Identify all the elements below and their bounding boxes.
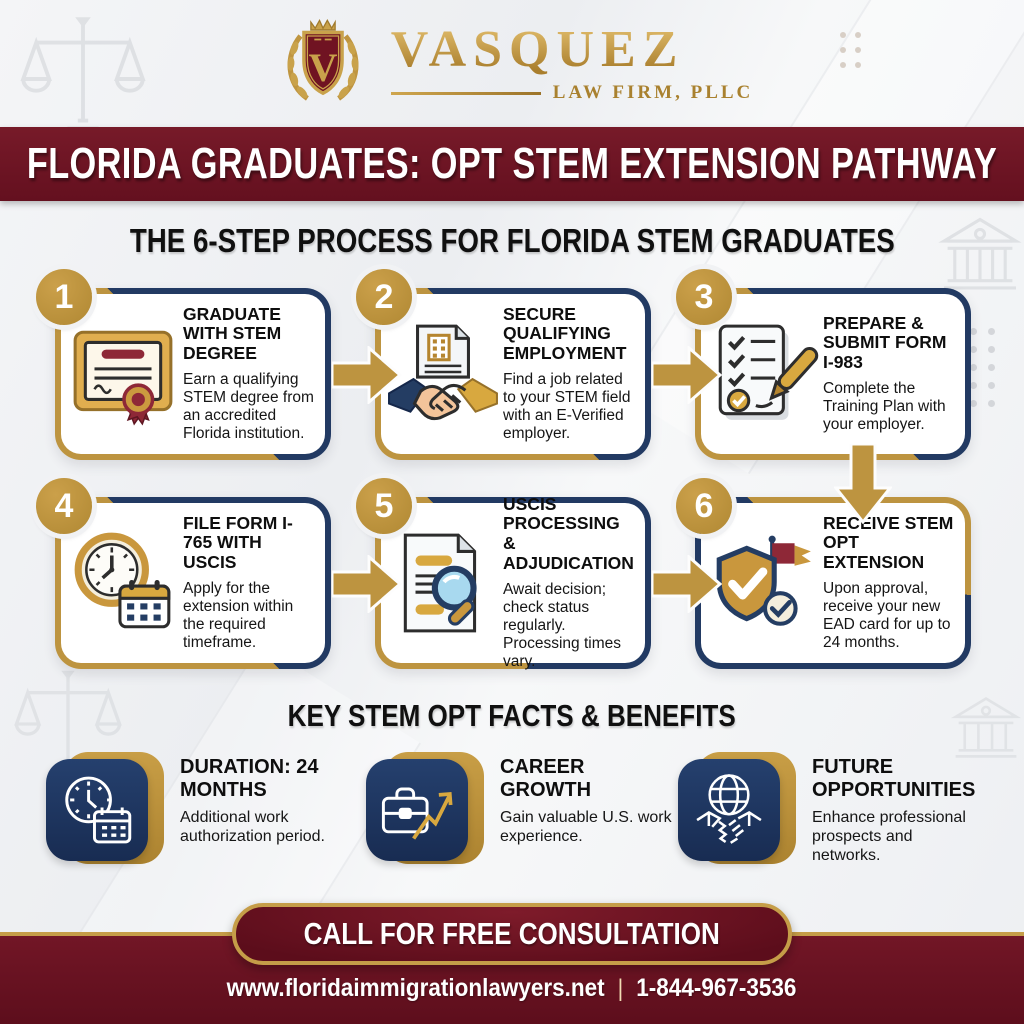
arrow-down-icon [834, 444, 892, 524]
benefit-description: Enhance professional prospects and netwo… [812, 809, 966, 865]
benefit-future-opportunities: FUTURE OPPORTUNITIES Enhance professiona… [678, 752, 984, 868]
benefits-heading: KEY STEM OPT FACTS & BENEFITS [287, 698, 737, 733]
brand-suffix: LAW FIRM, PLLC [552, 82, 754, 103]
benefit-description: Gain valuable U.S. work experience. [500, 809, 672, 846]
call-consultation-button[interactable]: CALL FOR FREE CONSULTATION [232, 903, 792, 965]
step-number-badge: 2 [356, 269, 412, 325]
step-title: FILE FORM I-765 WITH USCIS [183, 512, 293, 573]
benefit-title: FUTURE OPPORTUNITIES [812, 756, 976, 801]
step-description: Earn a qualifying STEM degree from an ac… [183, 370, 314, 443]
step-title: RECEIVE STEM OPT EXTENSION [823, 512, 954, 573]
step-title: PREPARE & SUBMIT FORM I-983 [823, 312, 947, 373]
clock-calendar-icon [67, 524, 179, 642]
document-magnifier-icon [387, 524, 499, 642]
benefit-duration: DURATION: 24 MONTHS Additional work auth… [46, 752, 352, 868]
globe-handshake-icon [678, 759, 780, 861]
certificate-icon [67, 315, 179, 433]
arrow-right-icon [652, 346, 722, 404]
step-description: Upon approval, receive your new EAD card… [823, 579, 951, 652]
step-title: GRADUATE WITH STEM DEGREE [183, 303, 282, 364]
step-title: USCIS PROCESSING & ADJUDICATION [503, 493, 634, 573]
clock-calendar-outline-icon [46, 759, 148, 861]
step-description: Apply for the extension within the requi… [183, 579, 294, 652]
svg-text:V: V [308, 45, 337, 90]
step-number-badge: 5 [356, 478, 412, 534]
arrow-right-icon [652, 555, 722, 613]
handshake-document-icon [387, 315, 499, 433]
arrow-right-icon [332, 346, 402, 404]
step-number-badge: 1 [36, 269, 92, 325]
checklist-pen-icon [707, 315, 819, 433]
website-link[interactable]: www.floridaimmigrationlawyers.net [227, 974, 606, 1002]
step-number-badge: 3 [676, 269, 732, 325]
step-title: SECURE QUALIFYING EMPLOYMENT [503, 303, 627, 364]
brand-name: VASQUEZ [391, 24, 754, 76]
process-heading: THE 6-STEP PROCESS FOR FLORIDA STEM GRAD… [129, 222, 895, 259]
step-card-2: 2 [356, 269, 651, 460]
header: V VASQUEZ LAW FIRM, PLLC [0, 0, 1024, 128]
laurel-shield-v-icon: V [271, 10, 375, 119]
dot-grid-pattern [840, 32, 861, 68]
step-card-4: 4 [36, 478, 331, 669]
footer-contact-line: www.floridaimmigrationlawyers.net | 1-84… [0, 974, 1024, 1003]
step-card-5: 5 [356, 478, 651, 671]
step-description: Complete the Training Plan with your emp… [823, 379, 946, 434]
step-description: Find a job related to your STEM field wi… [503, 370, 631, 443]
benefit-title: CAREER GROWTH [500, 756, 592, 801]
footer-separator: | [618, 975, 624, 1002]
step-card-3: 3 [676, 269, 971, 460]
step-number-badge: 6 [676, 478, 732, 534]
step-card-1: 1 GR [36, 269, 331, 460]
title-banner: FLORIDA GRADUATES: OPT STEM EXTENSION PA… [0, 127, 1024, 201]
benefit-career-growth: CAREER GROWTH Gain valuable U.S. work ex… [366, 752, 672, 868]
brand-rule [390, 91, 541, 95]
shield-check-flag-icon [707, 524, 819, 642]
step-card-6: 6 RECEIVE STEM OPT EXTENSION [676, 478, 971, 669]
process-grid: 1 GR [36, 269, 971, 671]
phone-link[interactable]: 1-844-967-3536 [636, 974, 797, 1002]
benefit-description: Additional work authorization period. [180, 809, 325, 846]
brand-block: VASQUEZ LAW FIRM, PLLC [390, 24, 754, 104]
benefit-title: DURATION: 24 MONTHS [180, 756, 319, 801]
arrow-right-icon [332, 555, 402, 613]
page-title: FLORIDA GRADUATES: OPT STEM EXTENSION PA… [26, 139, 998, 188]
briefcase-growth-icon [366, 759, 468, 861]
step-number-badge: 4 [36, 478, 92, 534]
step-description: Await decision; check status regularly. … [503, 580, 622, 671]
cta-label: CALL FOR FREE CONSULTATION [303, 916, 721, 951]
